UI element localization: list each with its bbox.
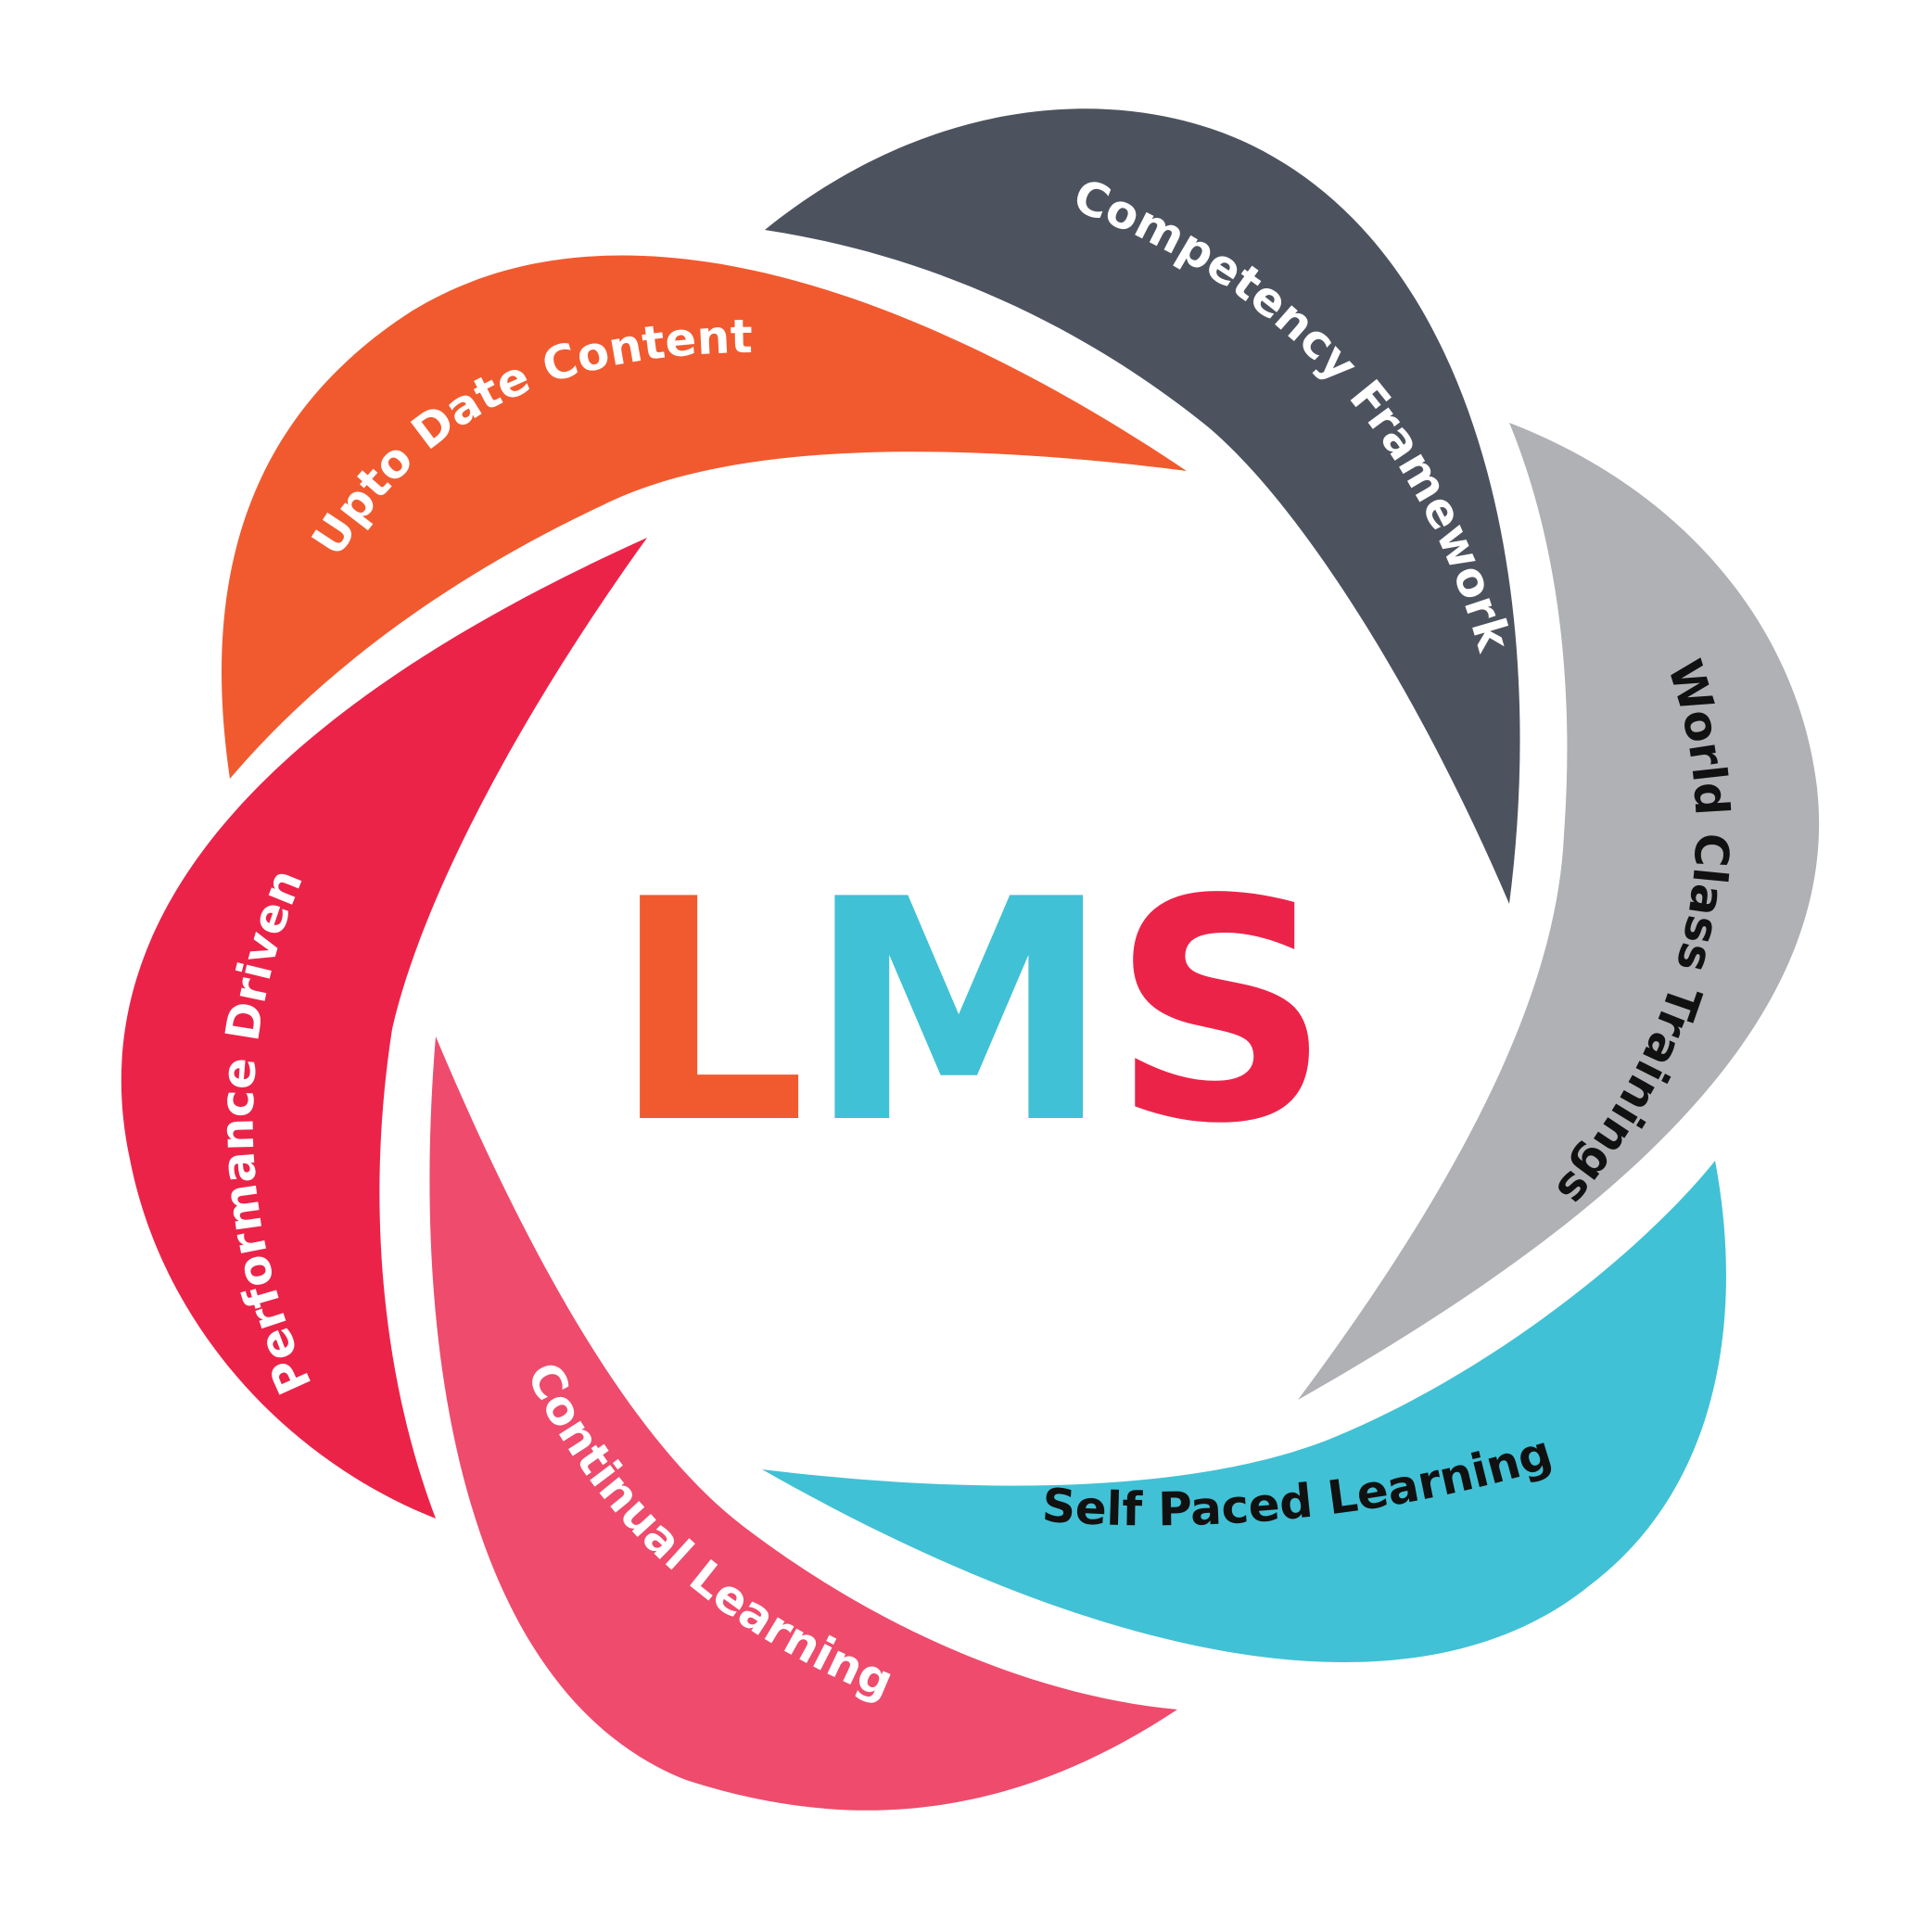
center-letter-l: L: [612, 834, 807, 1190]
petal-continual-learning: [429, 1036, 1177, 1811]
petal-performance-driven: [121, 538, 647, 1519]
petal-competency-framework: [765, 108, 1520, 905]
center-letter-s: S: [1112, 834, 1332, 1190]
petal-upto-date-content: [222, 255, 1188, 779]
center-letter-m: M: [807, 834, 1111, 1190]
petal-self-paced-learning: [762, 1161, 1726, 1663]
center-title: LMS: [612, 834, 1331, 1190]
petal-world-class-trainings: [1298, 423, 1820, 1400]
